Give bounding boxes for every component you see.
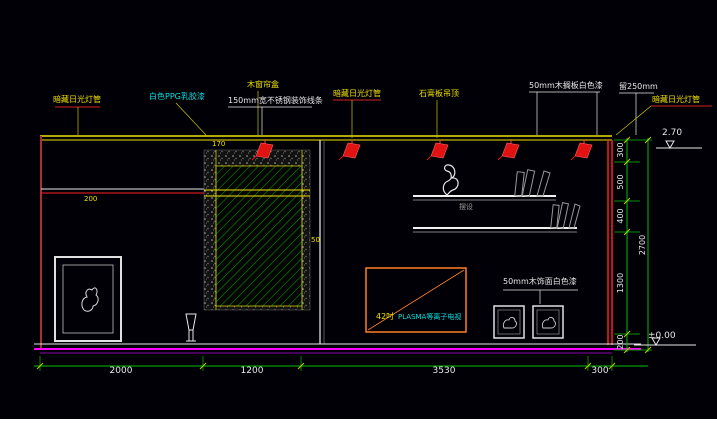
dim-right-400: 400	[616, 208, 625, 224]
spotlight-3	[426, 140, 449, 161]
callout-curtain-box: 木窗帘盒	[247, 80, 279, 89]
callout-wood-shelf: 50mm木搁板白色漆	[529, 81, 603, 90]
books-lower-shelf	[550, 202, 581, 229]
callout-wood-veneer: 50mm木饰面白色漆	[503, 277, 577, 286]
light-cove-lines	[41, 188, 204, 194]
stone-feature-panel	[203, 149, 311, 311]
spotlight-5	[570, 140, 593, 161]
floor-lines	[34, 343, 641, 354]
center-divider-line	[319, 140, 325, 344]
decor-vase	[185, 313, 197, 342]
paper-edge	[0, 419, 717, 427]
ceiling-line	[40, 135, 612, 141]
books-upper-shelf	[514, 169, 551, 198]
dim-right-1300: 1300	[616, 272, 625, 294]
callout-hidden-light-right: 暗藏日光灯管	[652, 95, 700, 104]
label-shelf-decor: 摆设	[459, 203, 473, 211]
elevation-ceiling: 2.70	[662, 128, 683, 138]
label-tv-type: PLASMA等离子电视	[398, 313, 462, 321]
dim-bottom-300: 300	[591, 366, 609, 376]
spotlight-2	[338, 140, 361, 161]
dim-lamp-offset: 170	[212, 140, 226, 148]
dim-bottom-2000: 2000	[109, 366, 133, 376]
right-dimension-chain	[614, 136, 652, 354]
elevation-floor: ±0.00	[648, 331, 676, 341]
dim-right-200: 200	[616, 334, 625, 350]
spotlight-4	[497, 140, 520, 161]
wall-art-frame-left	[54, 256, 122, 342]
dim-right-300: 300	[616, 142, 625, 158]
callout-gypsum-ceiling: 石膏板吊顶	[419, 89, 459, 98]
wall-art-frame-small-2	[532, 305, 564, 339]
bottom-dimension-chain	[34, 356, 648, 371]
callout-steel-trim: 150mm宽不锈钢装饰线条	[228, 96, 323, 105]
label-tv-size: 42吋	[376, 312, 395, 321]
display-shelf-lower	[413, 227, 577, 233]
wall-art-frame-small-1	[493, 305, 525, 339]
right-wood-column	[607, 140, 613, 345]
callout-leaders	[55, 91, 712, 304]
dim-bottom-3530: 3530	[432, 366, 456, 376]
callout-hidden-light-mid: 暗藏日光灯管	[333, 89, 381, 98]
dim-panel-gap: 50	[311, 236, 320, 244]
level-symbol-floor	[634, 337, 696, 347]
dim-bottom-1200: 1200	[240, 366, 264, 376]
plasma-tv	[365, 267, 467, 333]
dim-cove-height: 200	[84, 195, 98, 203]
spotlight-1	[251, 140, 274, 161]
dim-right-total-2700: 2700	[638, 234, 647, 256]
display-shelf-upper	[413, 195, 556, 201]
level-symbol-ceiling	[656, 140, 702, 150]
callout-reserve-250: 留250mm	[619, 82, 658, 91]
dim-right-500: 500	[616, 174, 625, 190]
dragon-figurine	[442, 164, 459, 196]
callout-ppg-paint: 白色PPG乳胶漆	[149, 92, 205, 101]
callout-hidden-light-left: 暗藏日光灯管	[53, 95, 101, 104]
